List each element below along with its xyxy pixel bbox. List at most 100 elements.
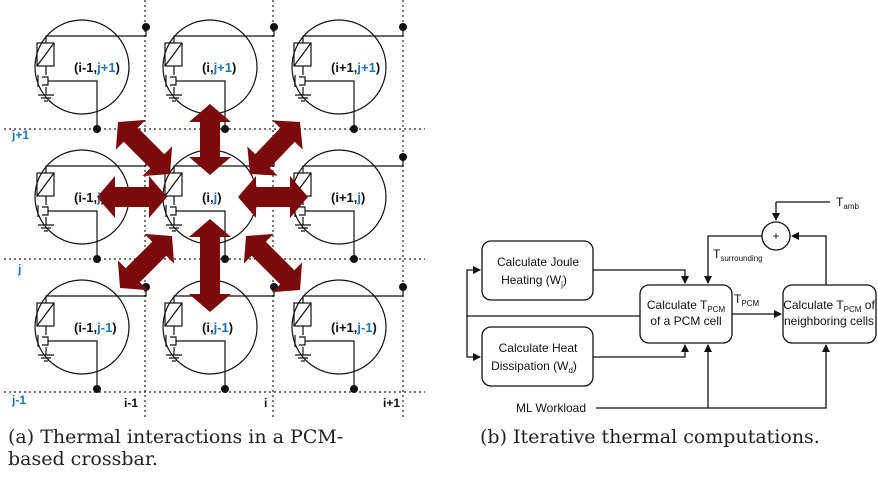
col-label-i: i [264, 396, 267, 410]
bitline-wire [302, 27, 404, 43]
cell-label-i: (i+1, [331, 60, 357, 75]
arrow-down [189, 219, 231, 312]
cell-circle [291, 19, 387, 115]
cell-label: (i+1,j-1) [331, 320, 377, 335]
grid-labels: j+1 j j-1 i-1 i i+1 [11, 128, 400, 410]
cell-label-j: j [213, 190, 218, 205]
row-label-j-plus-1: j+1 [11, 128, 29, 142]
cell-label-j: j+1 [356, 60, 375, 75]
wordline-node [93, 385, 101, 393]
bitline-node [399, 283, 407, 291]
cell-label-i: (i-1, [74, 320, 97, 335]
pcm-cell: (i+1,j-1) [291, 279, 407, 393]
cell-label-close: ) [112, 320, 116, 335]
panel-a-crossbar: (i-1,j+1)(i,j+1)(i+1,j+1)(i-1,j)(i,j)(i+… [4, 0, 425, 420]
heat-line2: Dissipation (Wd) [491, 359, 577, 375]
bitline-wire [302, 287, 404, 303]
access-transistor [37, 66, 98, 129]
cell-circle [34, 279, 130, 375]
heat-line1: Calculate Heat [499, 341, 578, 355]
col-label-i-plus-1: i+1 [383, 396, 400, 410]
joule-to-center-line [593, 269, 689, 284]
ground-symbol [295, 87, 311, 102]
cell-label-close: ) [376, 60, 380, 75]
bitline-node [142, 23, 150, 31]
cell-label: (i-1,j+1) [74, 60, 120, 75]
arrow-up-left [115, 119, 173, 177]
ground-symbol [166, 347, 182, 362]
ground-symbol [295, 347, 311, 362]
ground-symbol [38, 217, 54, 232]
cell-label-i: (i, [202, 190, 214, 205]
pcm-slash [164, 42, 183, 67]
panel-b-labels: Calculate Joule Heating (Wj) Calculate H… [491, 195, 875, 415]
wordline-node [93, 125, 101, 133]
tpcm-label: TPCM [734, 292, 759, 308]
caption-a-line1: (a) Thermal interactions in a PCM- [8, 426, 344, 448]
pcm-slash [36, 172, 55, 197]
cell-label-i: (i-1, [74, 190, 97, 205]
cell-label-close: ) [116, 60, 120, 75]
right-line2: neighboring cells [784, 314, 874, 328]
feedback-to-joule [466, 266, 640, 317]
cell-label: (i,j+1) [202, 60, 236, 75]
cell-label-close: ) [229, 320, 233, 335]
cell-label-j: j+1 [96, 60, 115, 75]
wordline-node [221, 125, 229, 133]
cell-circle [34, 19, 130, 115]
cell-label-close: ) [361, 190, 365, 205]
pcm-cell: (i,j-1) [162, 279, 278, 393]
cell-label-j: j [356, 190, 361, 205]
cell-label-i: (i, [202, 60, 214, 75]
row-label-j-minus-1: j-1 [11, 393, 26, 407]
access-transistor [37, 326, 98, 389]
right-line1: Calculate TPCM of [783, 298, 875, 314]
bitline-node [399, 153, 407, 161]
access-transistor [165, 66, 226, 129]
arrow-down-left [117, 233, 175, 291]
bitline-node [399, 23, 407, 31]
col-label-i-minus-1: i-1 [124, 396, 138, 410]
plus-sign: + [772, 229, 779, 243]
arrow-right [238, 176, 308, 218]
pcm-slash [164, 172, 183, 197]
pcm-cell: (i-1,j-1) [34, 279, 150, 393]
center-line2: of a PCM cell [650, 314, 721, 328]
bitline-wire [302, 157, 404, 173]
cell-label-j: j-1 [96, 320, 112, 335]
pcm-slash [36, 302, 55, 327]
joule-line2: Heating (Wj) [501, 273, 567, 289]
cell-label-close: ) [217, 190, 221, 205]
access-transistor [37, 196, 98, 259]
pcm-slash [293, 302, 312, 327]
access-transistor [165, 326, 226, 389]
arrow-left [97, 176, 167, 218]
access-transistor [294, 66, 355, 129]
access-transistor [294, 326, 355, 389]
pcm-cell: (i-1,j+1) [34, 19, 150, 133]
workload-line [596, 344, 830, 409]
ground-symbol [166, 87, 182, 102]
arrow-down-right [243, 233, 303, 293]
cell-label: (i,j) [202, 190, 222, 205]
cell-label-i: (i+1, [331, 320, 357, 335]
bitline-wire [173, 27, 275, 43]
cell-label-i: (i-1, [74, 60, 97, 75]
caption-a-line2: based crossbar. [8, 448, 158, 470]
tsurrounding-line [704, 235, 762, 284]
heat-to-center-line [593, 344, 689, 358]
cell-label: (i-1,j-1) [74, 320, 117, 335]
ground-symbol [295, 217, 311, 232]
wordline-node [350, 255, 358, 263]
wordline-node [221, 385, 229, 393]
cell-circle [291, 279, 387, 375]
calc-neighbor-box [782, 284, 877, 344]
joule-heating-box [481, 240, 594, 301]
neighbor-to-sum-line [791, 232, 827, 285]
arrow-up [189, 104, 231, 175]
cell-label: (i+1,j) [331, 190, 365, 205]
pcm-slash [164, 302, 183, 327]
pcm-cell: (i+1,j+1) [291, 19, 407, 133]
wordline-node [93, 255, 101, 263]
row-label-j: j [17, 262, 21, 276]
